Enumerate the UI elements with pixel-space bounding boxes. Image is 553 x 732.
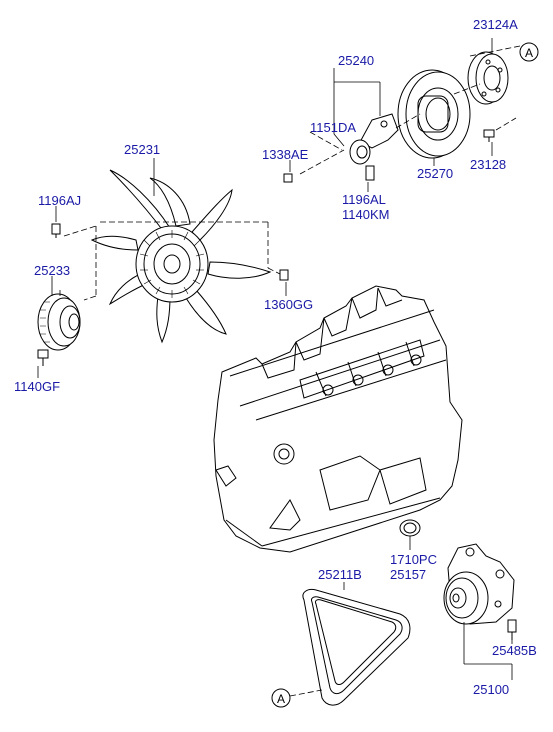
label-1338AE: 1338AE: [262, 147, 309, 162]
idler-bracket: [349, 113, 399, 165]
water-pump: [443, 543, 515, 625]
label-25233: 25233: [34, 263, 71, 278]
o-ring-1710PC: [399, 519, 421, 537]
label-1151DA: 1151DA: [310, 120, 357, 135]
bolt-1196AJ: [51, 223, 61, 238]
label-1710PC: 1710PC: [390, 552, 437, 567]
cooling-fan: [90, 169, 272, 344]
nut-1338AE: [283, 173, 293, 183]
engine-block: [213, 285, 463, 553]
label-25211B: 25211B: [318, 567, 362, 582]
bolt-1196AL: [365, 165, 375, 181]
label-23124A: 23124A: [473, 17, 518, 32]
nut-1360GG: [279, 269, 289, 281]
callout-a-top: A: [519, 42, 539, 62]
label-25485B: 25485B: [492, 643, 537, 658]
label-1140KM: 1140KM: [342, 207, 390, 222]
label-25240: 25240: [338, 53, 375, 68]
label-1196AL: 1196AL: [342, 192, 386, 207]
label-23128: 23128: [470, 157, 507, 172]
label-1360GG: 1360GG: [264, 297, 314, 312]
label-25157: 25157: [390, 567, 427, 582]
sensor-25485B: [507, 619, 517, 640]
v-belt: [302, 589, 411, 706]
label-1140GF: 1140GF: [14, 379, 61, 394]
callout-a-bottom: A: [271, 688, 291, 708]
bolt-1140GF: [37, 349, 49, 366]
label-25100: 25100: [473, 682, 510, 697]
pulley-hub-23124A: [467, 51, 509, 105]
bolt-23128: [483, 129, 495, 142]
label-25270: 25270: [417, 166, 454, 181]
damper-pulley: [397, 69, 471, 159]
label-25231: 25231: [124, 142, 161, 157]
callout-a-top-text: A: [525, 46, 533, 60]
fan-clutch: [37, 293, 81, 351]
label-1196AJ: 1196AJ: [38, 193, 82, 208]
callout-a-bottom-text: A: [277, 692, 285, 706]
